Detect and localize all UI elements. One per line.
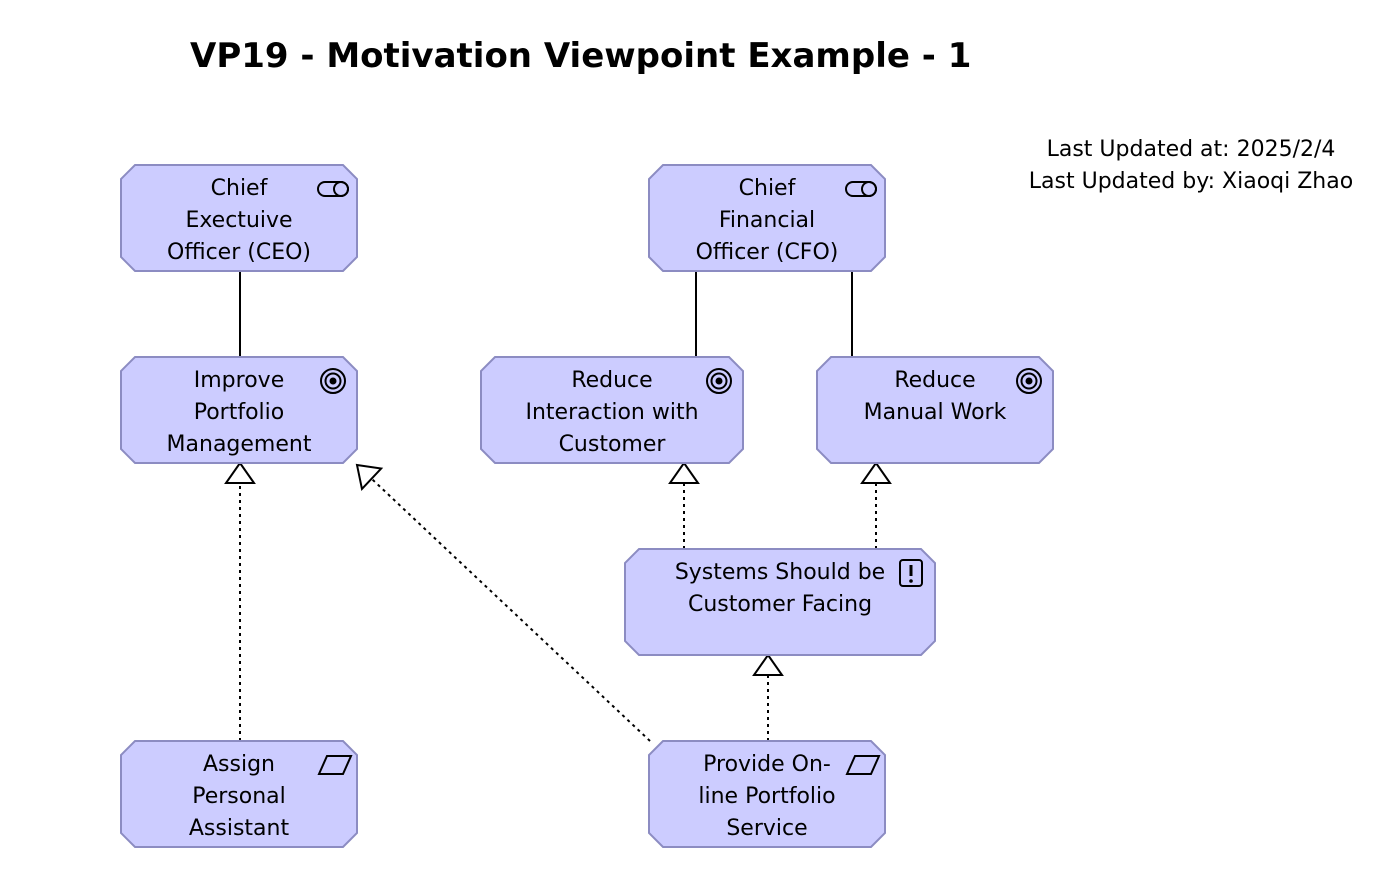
node-label: Chief Financial Officer (CFO)	[695, 176, 839, 265]
principle-icon	[899, 559, 923, 587]
node-reduce-interaction[interactable]: Reduce Interaction with Customer	[481, 365, 743, 463]
node-reduce-manual[interactable]: Reduce Manual Work	[817, 365, 1053, 463]
node-assign-shape[interactable]	[120, 740, 358, 848]
stakeholder-icon	[317, 181, 349, 197]
relation-realization-provide-to-principle[interactable]	[752, 653, 784, 741]
realization-arrowhead	[668, 461, 700, 484]
relation-realization-assign-to-improve[interactable]	[224, 461, 256, 741]
node-reduce-interaction-shape[interactable]	[480, 356, 744, 464]
last-updated-by: Last Updated by: Xiaoqi Zhao	[1028, 169, 1354, 194]
diagram-title: VP19 - Motivation Viewpoint Example - 1	[190, 36, 972, 76]
realization-arrowhead	[224, 461, 256, 484]
node-principle[interactable]: Systems Should be Customer Facing	[625, 557, 935, 655]
realization-arrowhead	[860, 461, 892, 484]
node-ceo[interactable]: Chief Exectuive Officer (CEO)	[121, 173, 357, 271]
relation-realization-principle-to-reduce_manual[interactable]	[860, 461, 892, 549]
node-label: Reduce Interaction with Customer	[525, 368, 699, 457]
node-cfo[interactable]: Chief Financial Officer (CFO)	[649, 173, 885, 271]
node-ceo-shape[interactable]	[120, 164, 358, 272]
goal-icon	[706, 368, 732, 394]
node-label: Chief Exectuive Officer (CEO)	[167, 176, 311, 265]
stakeholder-icon	[845, 181, 877, 197]
nodes-layer	[120, 164, 1054, 848]
node-label: Reduce Manual Work	[863, 368, 1007, 425]
node-provide[interactable]: Provide On- line Portfolio Service	[649, 749, 885, 847]
node-reduce-manual-shape[interactable]	[816, 356, 1054, 464]
last-updated-at: Last Updated at: 2025/2/4	[1046, 137, 1336, 162]
node-label: Systems Should be Customer Facing	[674, 560, 886, 617]
node-improve-shape[interactable]	[120, 356, 358, 464]
node-assign[interactable]: Assign Personal Assistant	[121, 749, 357, 847]
relation-realization-provide-to-improve[interactable]	[355, 463, 651, 742]
relations-layer	[224, 271, 892, 742]
node-provide-shape[interactable]	[648, 740, 886, 848]
node-cfo-shape[interactable]	[648, 164, 886, 272]
update-info: Last Updated at: 2025/2/4 Last Updated b…	[1000, 134, 1382, 198]
realization-arrowhead	[752, 653, 784, 676]
realization-arrowhead	[355, 463, 384, 491]
node-label: Improve Portfolio Management	[166, 368, 312, 457]
node-label: Provide On- line Portfolio Service	[698, 752, 836, 841]
goal-icon	[320, 368, 346, 394]
requirement-icon	[317, 755, 353, 775]
relation-realization-principle-to-reduce_interaction[interactable]	[668, 461, 700, 549]
node-improve[interactable]: Improve Portfolio Management	[121, 365, 357, 463]
requirement-icon	[845, 755, 881, 775]
goal-icon	[1016, 368, 1042, 394]
icons-layer	[317, 181, 1042, 775]
node-label: Assign Personal Assistant	[188, 752, 290, 841]
node-principle-shape[interactable]	[624, 548, 936, 656]
